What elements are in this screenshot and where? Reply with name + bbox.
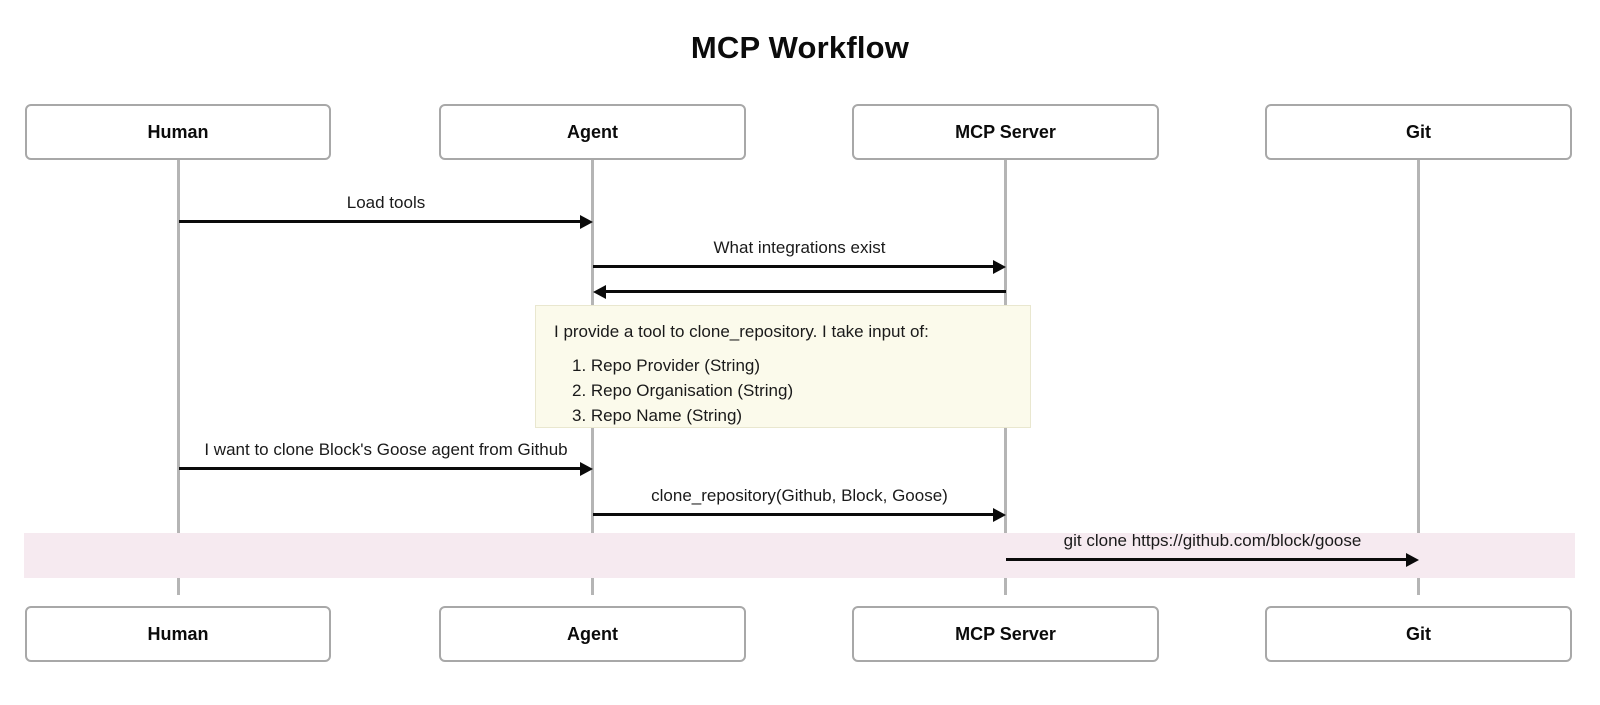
- participant-label-human-bottom: Human: [147, 623, 209, 644]
- page-title: MCP Workflow: [690, 30, 910, 65]
- arrowhead-left-icon: [593, 284, 606, 299]
- lifeline-human: [177, 160, 180, 595]
- message-line: [593, 265, 993, 268]
- note-list-item: 2. Repo Organisation (String): [572, 381, 794, 401]
- participant-label-agent-top: Agent: [567, 121, 618, 142]
- note-mcp-server-tool: I provide a tool to clone_repository. I …: [535, 305, 1031, 428]
- message-line: [593, 513, 993, 516]
- arrowhead-right-icon: [993, 507, 1006, 522]
- message-line: [606, 290, 1006, 293]
- note-heading: I provide a tool to clone_repository. I …: [554, 322, 929, 341]
- arrowhead-right-icon: [580, 214, 593, 229]
- participant-box-agent-top[interactable]: Agent: [439, 104, 746, 160]
- participant-box-mcp-server-bottom[interactable]: MCP Server: [852, 606, 1159, 662]
- participant-box-agent-bottom[interactable]: Agent: [439, 606, 746, 662]
- message-label: clone_repository(Github, Block, Goose): [651, 486, 948, 505]
- arrowhead-right-icon: [580, 461, 593, 476]
- message-line: [179, 220, 580, 223]
- message-line: [1006, 558, 1406, 561]
- message-label: git clone https://github.com/block/goose: [1063, 531, 1362, 550]
- participant-label-human-top: Human: [147, 121, 209, 142]
- participant-label-git-bottom: Git: [1406, 623, 1431, 644]
- message-label: I want to clone Block's Goose agent from…: [204, 440, 568, 459]
- arrowhead-right-icon: [993, 259, 1006, 274]
- participant-box-mcp-server-top[interactable]: MCP Server: [852, 104, 1159, 160]
- participant-box-human-top[interactable]: Human: [25, 104, 331, 160]
- participant-label-mcp-server-top: MCP Server: [955, 121, 1056, 142]
- participant-label-mcp-server-bottom: MCP Server: [955, 623, 1056, 644]
- arrowhead-right-icon: [1406, 552, 1419, 567]
- highlight-band: [24, 533, 1575, 578]
- participant-label-agent-bottom: Agent: [567, 623, 618, 644]
- participant-box-git-bottom[interactable]: Git: [1265, 606, 1572, 662]
- participant-box-human-bottom[interactable]: Human: [25, 606, 331, 662]
- note-list-item: 3. Repo Name (String): [572, 405, 743, 425]
- message-label: Load tools: [346, 193, 426, 212]
- message-line: [179, 467, 580, 470]
- message-label: What integrations exist: [713, 238, 886, 257]
- participant-box-git-top[interactable]: Git: [1265, 104, 1572, 160]
- lifeline-git: [1417, 160, 1420, 595]
- note-list: 1. Repo Provider (String) 2. Repo Organi…: [554, 354, 1012, 428]
- note-list-item: 1. Repo Provider (String): [572, 356, 761, 376]
- participant-label-git-top: Git: [1406, 121, 1431, 142]
